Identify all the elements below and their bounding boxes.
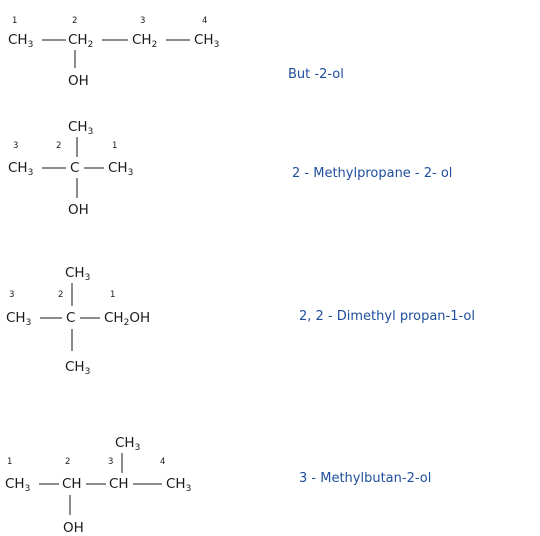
carbon-number: 2 [56, 141, 61, 151]
compound-name: 3 - Methylbutan-2-ol [299, 471, 432, 486]
compound-name: But -2-ol [288, 67, 344, 82]
compound-name: 2 - Methylpropane - 2- ol [292, 166, 453, 181]
atom-oh: OH [63, 520, 84, 536]
carbon-number: 2 [72, 16, 77, 26]
atom-ch2: CH2 [68, 32, 93, 50]
carbon-number: 1 [12, 16, 17, 26]
atom-ch3: CH3 [8, 160, 33, 178]
structure-2-methylpropan-2-ol: CH3 3 2 1 CH3 C CH3 OH [8, 119, 133, 218]
atom-ch: CH [62, 476, 82, 492]
atom-ch3: CH3 [6, 310, 31, 328]
structure-2-2-dimethylpropan-1-ol: CH3 3 2 1 CH3 C CH2OH CH3 [6, 265, 150, 377]
atom-ch3: CH3 [194, 32, 219, 50]
atom-ch3: CH3 [115, 435, 140, 453]
atom-ch2oh: CH2OH [104, 310, 150, 328]
atom-ch: CH [109, 476, 129, 492]
atom-ch3: CH3 [65, 265, 90, 283]
atom-c: C [66, 310, 75, 326]
carbon-number: 1 [110, 290, 115, 300]
carbon-number: 2 [65, 457, 70, 467]
carbon-number: 3 [140, 16, 145, 26]
structure-3-methylbutan-2-ol: CH3 1 2 3 4 CH3 CH CH CH3 OH [5, 435, 191, 536]
atom-ch2: CH2 [132, 32, 157, 50]
carbon-number: 1 [7, 457, 12, 467]
carbon-number: 3 [108, 457, 113, 467]
atom-oh: OH [68, 73, 89, 89]
compound-name: 2, 2 - Dimethyl propan-1-ol [299, 309, 476, 324]
carbon-number: 3 [9, 290, 14, 300]
atom-ch3: CH3 [8, 32, 33, 50]
atom-ch3: CH3 [65, 359, 90, 377]
carbon-number: 3 [13, 141, 18, 151]
atom-c: C [70, 160, 79, 176]
carbon-number: 4 [202, 16, 207, 26]
atom-ch3: CH3 [166, 476, 191, 494]
carbon-number: 4 [160, 457, 165, 467]
atom-oh: OH [68, 202, 89, 218]
structure-butan-2-ol: 1 2 3 4 CH3 CH2 CH2 CH3 OH [8, 16, 219, 89]
atom-ch3: CH3 [108, 160, 133, 178]
carbon-number: 1 [112, 141, 117, 151]
carbon-number: 2 [58, 290, 63, 300]
atom-ch3: CH3 [68, 119, 93, 137]
atom-ch3: CH3 [5, 476, 30, 494]
